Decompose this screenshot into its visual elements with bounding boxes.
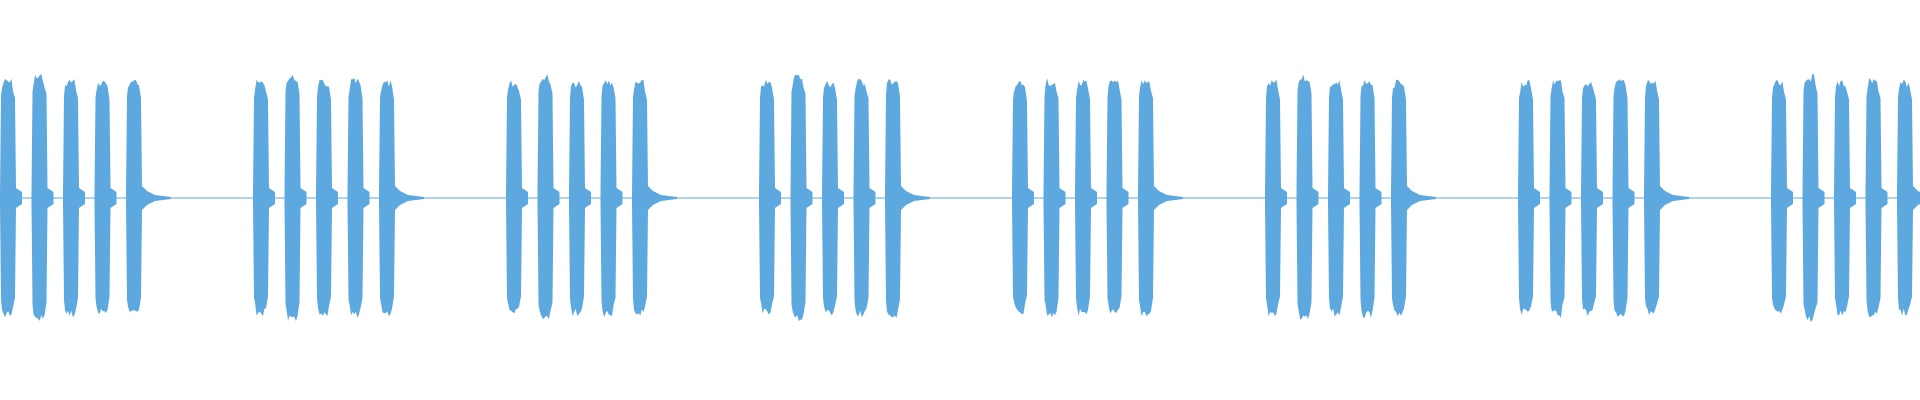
waveform-pulse <box>1802 73 1825 322</box>
waveform-pulse <box>63 79 85 318</box>
waveform-pulse <box>316 79 338 316</box>
waveform-pulse <box>1265 79 1287 317</box>
waveform-pulse <box>1391 79 1436 317</box>
waveform-pulse <box>1897 79 1920 316</box>
pulse-group <box>0 74 171 321</box>
waveform-pulse <box>600 80 623 318</box>
waveform-pulse <box>1359 80 1382 318</box>
waveform-pulses <box>0 73 1920 322</box>
waveform-pulse <box>537 74 560 320</box>
waveform-pulse <box>1834 80 1856 316</box>
waveform-pulse <box>1518 79 1540 315</box>
waveform-pulse <box>885 79 930 319</box>
waveform-pulse <box>1549 80 1572 318</box>
waveform-pulse <box>632 79 677 316</box>
waveform-pulse <box>1075 79 1097 316</box>
waveform-pulse <box>1138 80 1183 317</box>
waveform-pulse <box>1106 80 1129 314</box>
pulse-group <box>1265 74 1436 320</box>
waveform-pulse <box>253 79 275 317</box>
waveform-pulse <box>1644 80 1689 316</box>
waveform-pulse <box>1581 82 1603 317</box>
waveform-pulse <box>1612 79 1635 317</box>
pulse-group <box>759 74 930 322</box>
waveform-pulse <box>822 80 844 316</box>
waveform-pulse <box>0 78 22 318</box>
waveform-pulse <box>759 79 781 315</box>
waveform-pulse <box>1328 80 1350 317</box>
waveform-pulse <box>1012 81 1034 315</box>
waveform-pulse <box>1865 78 1888 317</box>
pulse-group <box>1012 78 1183 318</box>
waveform-pulse <box>1771 80 1793 314</box>
waveform-pulse <box>569 80 591 317</box>
waveform-pulse <box>347 78 370 318</box>
waveform-pulse <box>31 74 54 321</box>
pulse-group <box>253 74 424 322</box>
pulse-group <box>1518 79 1689 318</box>
pulse-group <box>1771 73 1920 322</box>
waveform-pulse <box>790 74 813 322</box>
waveform-pulse <box>126 80 171 312</box>
waveform-pulse <box>1296 74 1319 320</box>
waveform-pulse <box>94 80 117 314</box>
waveform-pulse <box>284 74 307 322</box>
waveform-pulse <box>853 78 876 318</box>
waveform-pulse <box>379 80 424 317</box>
waveform-pulse <box>1043 78 1066 318</box>
waveform-pulse <box>506 80 528 314</box>
pulse-group <box>506 74 677 320</box>
